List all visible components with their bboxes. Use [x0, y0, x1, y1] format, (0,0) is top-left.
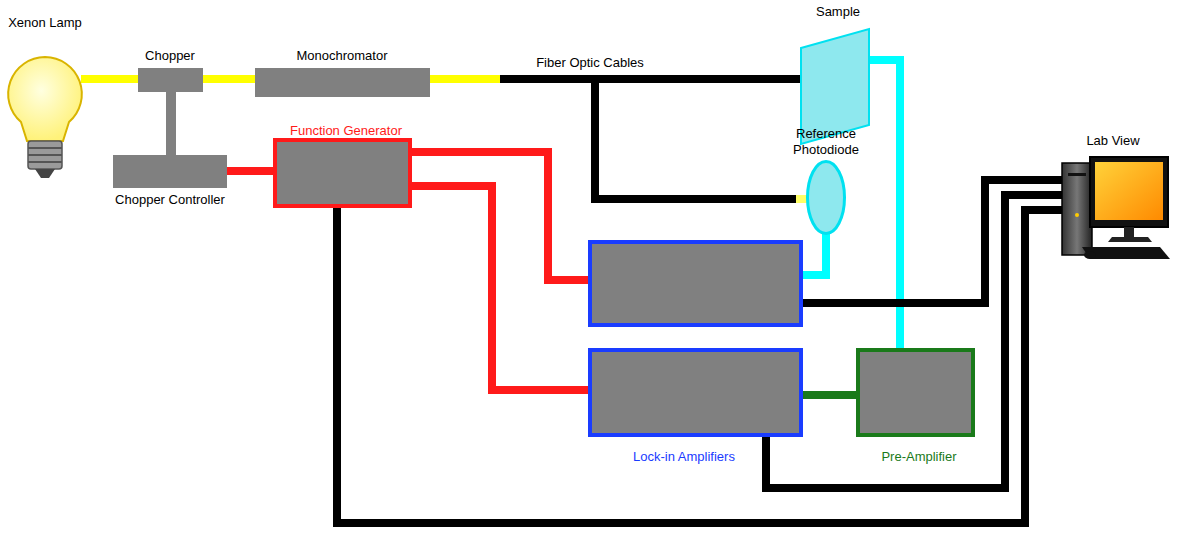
- pre-amplifier-box: Pre-Amplifier: [856, 348, 975, 437]
- node-label: Pre-Amplifier: [881, 449, 956, 465]
- cable-label: Fiber Optic Cables: [536, 55, 644, 71]
- node-label: Reference Photodiode: [776, 126, 876, 157]
- node-label: Monochromator: [296, 48, 387, 64]
- lamp-bulb: [5, 55, 85, 180]
- node-label: Chopper Controller: [115, 192, 225, 208]
- function-generator-box: Function Generator: [273, 138, 412, 208]
- cable: [412, 152, 588, 280]
- cable: [203, 79, 255, 80]
- node-label: Function Generator: [290, 123, 402, 139]
- reference-photodiode-box: Reference Photodiode: [806, 160, 846, 235]
- cable: [412, 186, 588, 390]
- cable-line: [412, 152, 588, 280]
- cable: [337, 208, 1060, 523]
- cable-line: [85, 75, 138, 83]
- node-label: Sample: [816, 4, 860, 20]
- node-label: Xenon Lamp: [8, 15, 82, 31]
- lamp-box: Xenon Lamp: [5, 55, 85, 180]
- cable: [227, 171, 273, 172]
- chopper-controller-box: Chopper Controller: [113, 155, 227, 188]
- computer-icon: [1060, 155, 1172, 265]
- cable-line: [227, 167, 273, 175]
- light-beam: [430, 75, 500, 83]
- photodiode-shape: [806, 160, 846, 235]
- cable: [430, 79, 806, 199]
- cable-line: [766, 195, 1060, 488]
- cable: [766, 195, 1060, 488]
- cable: [430, 79, 800, 80]
- lock-in-amplifier-box: Lock-in Amplifiers: [588, 348, 803, 437]
- cable-line: [203, 75, 255, 83]
- cable-line: [803, 391, 856, 399]
- monochromator-box: Monochromator: [255, 68, 430, 97]
- cable: [803, 395, 856, 396]
- cable-line: [166, 92, 176, 155]
- cable-line: [337, 208, 1060, 523]
- cable: [803, 235, 826, 275]
- node-label: Lock-in Amplifiers: [633, 449, 735, 465]
- cable: [171, 92, 172, 155]
- cable-line: [430, 75, 800, 83]
- cable: [85, 79, 138, 80]
- cable-line: [412, 186, 588, 390]
- cable-line: [430, 79, 806, 199]
- node-label: Chopper: [145, 48, 195, 64]
- computer-box: Lab View: [1060, 155, 1172, 265]
- cable-line: [803, 235, 826, 275]
- node-label: Lab View: [1086, 133, 1139, 149]
- chopper-box: Chopper: [138, 68, 203, 92]
- lock-in-amplifier-box: [588, 240, 803, 327]
